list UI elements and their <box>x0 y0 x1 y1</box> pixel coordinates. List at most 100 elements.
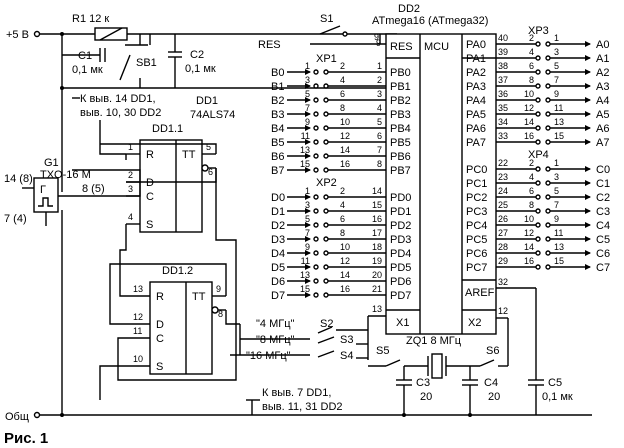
portd-chip-pin-6: 20 <box>372 270 382 280</box>
portb-pin-b-5 <box>323 139 329 145</box>
portc-signal-5: C5 <box>596 234 610 246</box>
pin-12-x2: 12 <box>498 306 508 316</box>
dd1-1-pin4: 4 <box>128 212 133 222</box>
portd-pin-b-4 <box>323 250 329 256</box>
portb-chip-pin-6: 7 <box>377 145 382 155</box>
dd1-2-pin12: 12 <box>133 312 143 322</box>
portd-name-5: PD5 <box>390 262 411 274</box>
s3-label: S3 <box>340 334 353 346</box>
portb-arrow-3 <box>305 111 311 117</box>
portc-pin-b-0 <box>545 166 551 172</box>
dd1-2-pin9: 9 <box>216 284 221 294</box>
portd-pin-b-0 <box>323 194 329 200</box>
portc-conn-b-6: 13 <box>554 242 564 252</box>
portb-name-3: PB3 <box>390 109 411 121</box>
portc-arrow-5 <box>585 236 591 242</box>
portc-signal-6: C6 <box>596 248 610 260</box>
portb-pin-a-1 <box>313 83 319 89</box>
portd-pin-b-6 <box>323 278 329 284</box>
porta-pin-b-3 <box>545 83 551 89</box>
porta-pin-a-3 <box>535 83 541 89</box>
portd-name-7: PD7 <box>390 290 411 302</box>
portd-pin-a-3 <box>313 236 319 242</box>
portb-name-0: PB0 <box>390 67 411 79</box>
portc-chip-pin-6: 28 <box>498 242 508 252</box>
c4-ref: C4 <box>484 377 498 389</box>
portb-arrow-6 <box>305 153 311 159</box>
portc-conn-a-1: 4 <box>529 172 534 182</box>
porta-conn-b-6: 13 <box>554 117 564 127</box>
portb-pin-b-4 <box>323 125 329 131</box>
portd-arrow-0 <box>305 194 311 200</box>
capacitor-c1: C1 0,1 мк <box>62 48 106 76</box>
porta-arrow-4 <box>585 97 591 103</box>
portb-signal-0: B0 <box>271 67 284 79</box>
portd-conn-a-4: 9 <box>305 242 310 252</box>
portc-name-6: PC6 <box>466 248 487 260</box>
portb-name-1: PB1 <box>390 81 411 93</box>
mhz4-label: "4 МГц" <box>256 318 294 330</box>
portb-pin-b-3 <box>323 111 329 117</box>
portc-name-5: PC5 <box>466 234 487 246</box>
g1-ref: G1 <box>44 157 59 169</box>
porta-chip-pin-1: 39 <box>498 47 508 57</box>
pin-13-x1: 13 <box>372 304 382 314</box>
c1-ref: C1 <box>78 50 92 62</box>
portc-conn-a-6: 14 <box>524 242 534 252</box>
portd-conn-a-0: 1 <box>305 186 310 196</box>
c3-value: 20 <box>420 391 432 403</box>
portb-signal-3: B3 <box>271 109 284 121</box>
oscillator-g1: Г G1 TXO-16 M 14 (8) 8 (5) 7 (4) <box>4 157 126 226</box>
portb-arrow-7 <box>305 167 311 173</box>
portb-conn-a-3: 7 <box>305 103 310 113</box>
porta-pin-a-7 <box>535 139 541 145</box>
portc-chip-pin-7: 29 <box>498 256 508 266</box>
portb-signal-7: B7 <box>271 165 284 177</box>
porta-pin-a-1 <box>535 55 541 61</box>
portb-signal-2: B2 <box>271 95 284 107</box>
portc-pin-a-2 <box>535 194 541 200</box>
portb-conn-a-6: 13 <box>300 145 310 155</box>
portc-name-3: PC3 <box>466 206 487 218</box>
portd-signal-6: D6 <box>271 276 285 288</box>
portc-name-0: PC0 <box>466 164 487 176</box>
portd-pin-a-7 <box>313 292 319 298</box>
dd2-res-pin: RES <box>390 41 413 53</box>
portb-conn-a-4: 9 <box>305 117 310 127</box>
dd1-1-pin2: 2 <box>128 170 133 180</box>
dd1-1-c: C <box>146 191 154 203</box>
gnd-label: Общ <box>5 411 29 423</box>
portb-conn-a-0: 1 <box>305 61 310 71</box>
portc-pin-b-3 <box>545 208 551 214</box>
mhz16-label: "16 МГц" <box>246 350 291 362</box>
note-bottom-line1: К выв. 7 DD1, <box>262 387 331 399</box>
portd-arrow-5 <box>305 264 311 270</box>
portb-arrow-4 <box>305 125 311 131</box>
c2-ref: C2 <box>190 49 204 61</box>
portc-name-1: PC1 <box>466 178 487 190</box>
porta-pin-a-4 <box>535 97 541 103</box>
portc-pin-a-3 <box>535 208 541 214</box>
dd1-2-c: C <box>156 333 164 345</box>
portc-arrow-7 <box>585 264 591 270</box>
portb-pin-a-6 <box>313 153 319 159</box>
porta-name-3: PA3 <box>466 81 486 93</box>
pin-32: 32 <box>498 277 508 287</box>
portc-pin-a-1 <box>535 180 541 186</box>
portd-name-1: PD1 <box>390 206 411 218</box>
portd-arrow-7 <box>305 292 311 298</box>
portb-pin-b-0 <box>323 69 329 75</box>
portd-conn-a-5: 11 <box>301 256 310 266</box>
portd-conn-b-4: 10 <box>340 242 350 252</box>
portc-conn-a-7: 16 <box>524 256 534 266</box>
porta-arrow-5 <box>585 111 591 117</box>
button-sb1: SB1 <box>119 34 157 88</box>
portb-signal-5: B5 <box>271 137 284 149</box>
note-top-line1: К выв. 14 DD1, <box>80 93 156 105</box>
dd2-type: ATmega16 (ATmega32) <box>372 15 488 27</box>
dd1-2-s: S <box>156 361 163 373</box>
portd-conn-b-6: 14 <box>340 270 350 280</box>
portd-pin-a-1 <box>313 208 319 214</box>
xp3-label: XP3 <box>528 25 549 37</box>
porta-signal-5: A5 <box>596 109 609 121</box>
